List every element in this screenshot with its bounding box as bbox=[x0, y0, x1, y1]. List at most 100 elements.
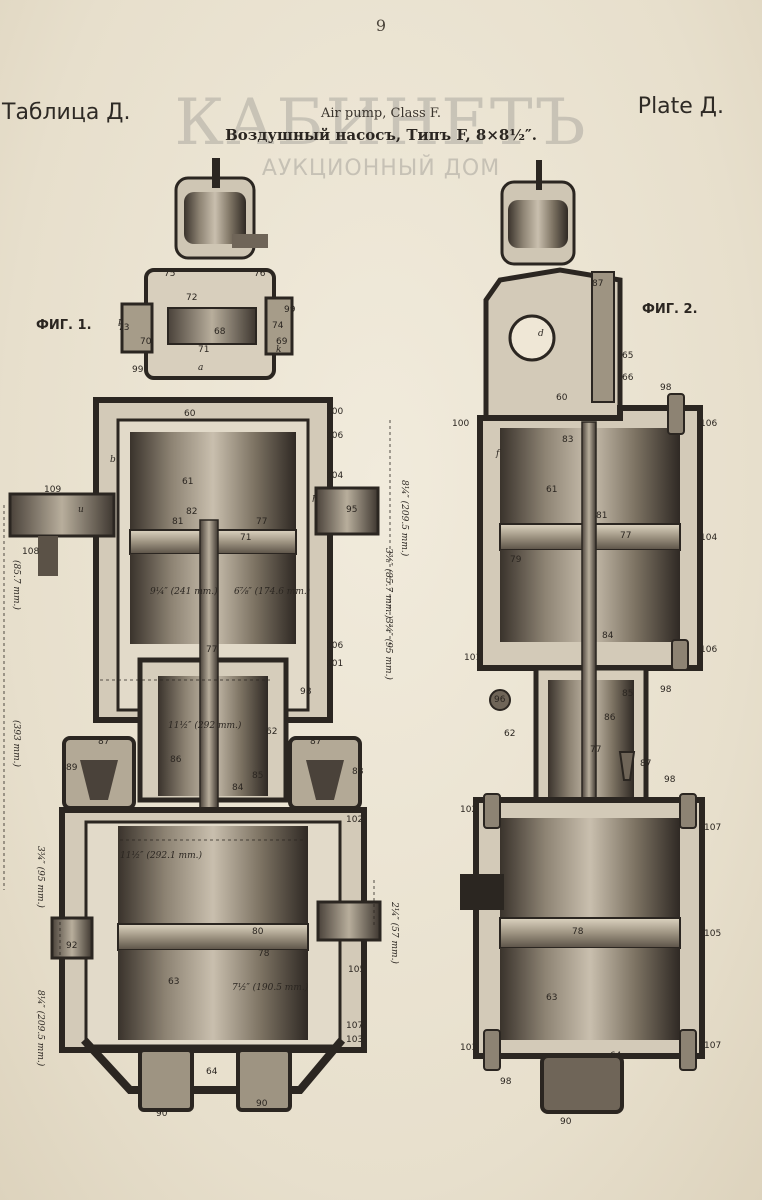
figure-2-letter-labels: fd bbox=[495, 329, 544, 459]
subtitle-russian: Воздушный насосъ, Типъ F, 8×8½″. bbox=[225, 126, 537, 144]
fig2-part-number-17: 85 bbox=[622, 689, 633, 699]
figure-1-drawing bbox=[3, 158, 391, 1112]
fig1-dimension-5: 8¼″ (209.5 mm.) bbox=[399, 480, 410, 557]
fig2-part-number-6: 60 bbox=[556, 393, 568, 403]
fig1-part-number-43: 64 bbox=[206, 1067, 218, 1077]
fig1-part-number-39: 92 bbox=[66, 941, 77, 951]
fig2-part-number-21: 77 bbox=[590, 745, 601, 755]
fig2-part-number-15: 106 bbox=[700, 645, 717, 655]
fig1-part-number-14: 61 bbox=[182, 477, 193, 487]
fig1-part-number-34: 89 bbox=[66, 763, 78, 773]
watermark-subtitle: АУКЦИОННЫЙ ДОМ bbox=[261, 156, 501, 181]
fig1-dimension-9: 2¼″ (57 mm.) bbox=[389, 901, 400, 964]
figure-2-label: ФИГ. 2. bbox=[642, 302, 698, 317]
fig2-part-number-26: 105 bbox=[704, 929, 721, 939]
fig1-part-number-27: 62 bbox=[266, 727, 277, 737]
fig1-part-number-36: 80 bbox=[252, 927, 264, 937]
fig2-part-number-19: 98 bbox=[660, 685, 672, 695]
fig1-part-number-8: 69 bbox=[276, 337, 288, 347]
fig1-part-number-35: 102 bbox=[346, 815, 363, 825]
fig2-part-number-24: 102 bbox=[460, 805, 477, 815]
figure-1-dimensions: 9¼″ (241 mm.) 6⅞″ (174.6 mm.) 11½″ (292 mm… bbox=[11, 480, 410, 1067]
fig1-part-number-10: 99 bbox=[132, 365, 144, 375]
fig1-part-number-1: 76 bbox=[254, 269, 266, 279]
fig1-part-number-44: 90 bbox=[156, 1109, 168, 1119]
fig1-part-number-11: 100 bbox=[326, 407, 343, 417]
page-number: 9 bbox=[375, 16, 387, 35]
figure-1-label: ФИГ. 1. bbox=[36, 318, 92, 333]
fig2-letter-0: f bbox=[495, 449, 501, 459]
fig2-part-number-2: 66 bbox=[622, 373, 634, 383]
fig1-part-number-37: 78 bbox=[258, 949, 270, 959]
fig2-part-number-8: 61 bbox=[546, 485, 557, 495]
fig2-part-number-32: 107 bbox=[704, 1041, 721, 1051]
fig2-part-number-29: 103 bbox=[460, 1043, 477, 1053]
fig1-dimension-11: (85.7 mm.) bbox=[11, 560, 22, 610]
subtitle-english: Air pump, Class F. bbox=[321, 106, 441, 121]
fig1-part-number-2: 72 bbox=[186, 293, 197, 303]
fig1-part-number-20: 95 bbox=[346, 505, 357, 515]
fig1-dimension-10: 8¼″ (209.5 mm.) bbox=[35, 990, 46, 1067]
fig1-letter-0: u bbox=[78, 505, 84, 515]
fig1-dimension-8: 3¾″ (95 mm.) bbox=[35, 846, 46, 908]
fig1-dimension-6: 3⅜″ (85.7 mm.) bbox=[383, 548, 394, 619]
fig2-part-number-14: 101 bbox=[464, 653, 481, 663]
fig1-part-number-19: 77 bbox=[256, 517, 267, 527]
fig1-letter-2: k bbox=[276, 345, 281, 355]
fig2-part-number-12: 79 bbox=[510, 555, 522, 565]
fig2-part-number-30: 64 bbox=[610, 1051, 622, 1061]
fig1-part-number-17: 82 bbox=[186, 507, 197, 517]
fig2-part-number-28: 63 bbox=[546, 993, 557, 1003]
fig1-letter-3: b bbox=[110, 455, 116, 465]
fig1-dimension-7: 3¾″ (95 mm.) bbox=[383, 618, 394, 680]
fig2-part-number-0: 87 bbox=[592, 279, 603, 289]
fig1-part-number-42: 103 bbox=[346, 1035, 363, 1045]
title-left: Таблица Д. bbox=[2, 100, 131, 125]
fig1-part-number-5: 74 bbox=[272, 321, 284, 331]
fig1-part-number-21: 108 bbox=[22, 547, 39, 557]
fig1-part-number-22: 71 bbox=[240, 533, 251, 543]
watermark: КАБИНЕТЪ bbox=[174, 86, 588, 160]
fig2-part-number-23: 98 bbox=[664, 775, 676, 785]
fig2-part-number-13: 84 bbox=[602, 631, 614, 641]
fig1-part-number-3: 99 bbox=[284, 305, 296, 315]
fig1-part-number-18: 81 bbox=[172, 517, 183, 527]
fig1-dimension-0: 9¼″ (241 mm.) bbox=[150, 586, 218, 597]
figure-2-drawing bbox=[460, 160, 705, 1114]
fig2-part-number-22: 87 bbox=[640, 759, 651, 769]
fig1-dimension-2: 11½″ (292 mm.) bbox=[168, 720, 242, 731]
fig2-part-number-5: 106 bbox=[700, 419, 717, 429]
fig1-dimension-12: (393 mm.) bbox=[11, 720, 22, 767]
fig1-part-number-23: 77 bbox=[206, 645, 217, 655]
fig1-part-number-13: 106 bbox=[326, 431, 343, 441]
fig1-part-number-12: 60 bbox=[184, 409, 196, 419]
fig2-part-number-27: 78 bbox=[572, 927, 584, 937]
fig2-part-number-7: 83 bbox=[562, 435, 573, 445]
fig2-part-number-3: 98 bbox=[660, 383, 672, 393]
fig1-part-number-41: 107 bbox=[346, 1021, 363, 1031]
fig2-part-number-31: 98 bbox=[500, 1077, 512, 1087]
fig1-part-number-38: 63 bbox=[168, 977, 179, 987]
fig1-part-number-45: 90 bbox=[256, 1099, 268, 1109]
fig2-part-number-9: 104 bbox=[700, 533, 717, 543]
fig1-part-number-31: 85 bbox=[252, 771, 263, 781]
fig2-part-number-25: 107 bbox=[704, 823, 721, 833]
fig2-part-number-20: 62 bbox=[504, 729, 515, 739]
fig1-part-number-40: 105 bbox=[348, 965, 365, 975]
fig1-dimension-1: 6⅞″ (174.6 mm.) bbox=[234, 586, 311, 597]
title-right: Plate Д. bbox=[637, 94, 724, 119]
fig2-letter-1: d bbox=[538, 329, 544, 339]
fig1-part-number-30: 86 bbox=[170, 755, 182, 765]
fig1-letter-5: a bbox=[198, 363, 203, 373]
fig1-dimension-3: 11½″ (292.1 mm.) bbox=[120, 850, 202, 861]
fig1-part-number-24: 106 bbox=[326, 641, 343, 651]
fig1-part-number-7: 68 bbox=[214, 327, 226, 337]
fig2-part-number-33: 90 bbox=[560, 1117, 572, 1127]
fig1-part-number-26: 98 bbox=[300, 687, 312, 697]
fig1-letter-4: h bbox=[312, 495, 318, 505]
